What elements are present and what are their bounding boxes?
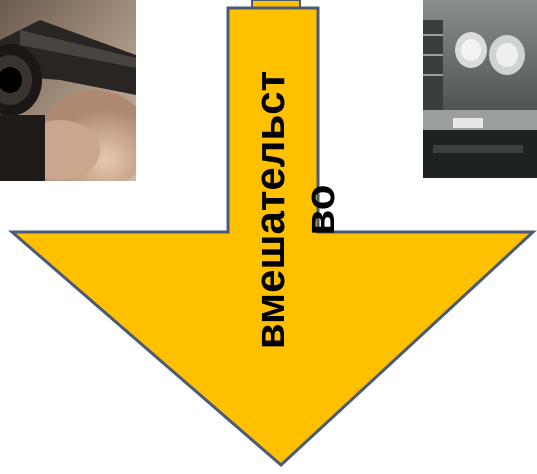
arrow-label-line2: во [295,71,345,349]
arrow-label-line1: вмешательст [245,71,295,349]
arrow-label: вмешательст во [225,20,365,400]
arrow-label-text: вмешательст во [245,71,345,349]
